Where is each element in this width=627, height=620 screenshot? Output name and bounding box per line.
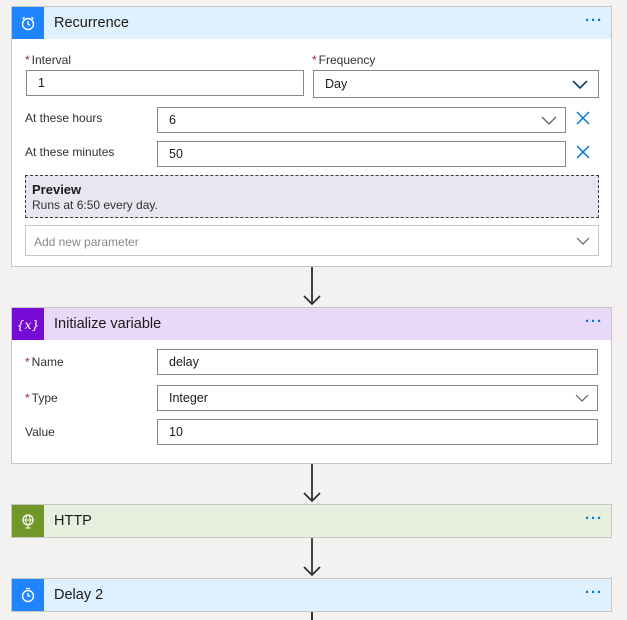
globe-icon [12,505,44,537]
preview-title: Preview [32,182,82,197]
type-dropdown[interactable]: Integer [157,385,598,411]
http-card[interactable]: HTTP ··· [11,504,612,538]
http-title: HTTP [54,513,92,529]
hours-label: At these hours [25,111,103,125]
preview-text: Runs at 6:50 every day. [32,198,158,212]
chevron-down-icon [576,237,590,245]
chevron-down-icon [575,394,589,402]
minutes-input[interactable]: 50 [157,141,566,167]
type-label: *Type [25,391,58,405]
timer-icon [12,579,44,611]
initialize-variable-header[interactable]: {x} Initialize variable ··· [12,308,611,340]
value-label: Value [25,425,55,439]
remove-hours-close-icon[interactable] [575,110,591,126]
variable-icon: {x} [12,308,44,340]
interval-input[interactable]: 1 [26,70,304,96]
initialize-variable-title: Initialize variable [54,316,162,332]
type-value: Integer [169,391,208,405]
recurrence-card: Recurrence ··· *Interval 1 *Frequency Da… [11,6,612,267]
arrow-down-icon [303,267,321,306]
delay-2-card[interactable]: Delay 2 ··· [11,578,612,612]
chevron-down-icon [541,116,557,125]
arrow-down-icon [303,538,321,577]
frequency-dropdown[interactable]: Day [313,70,599,98]
delay-2-more-button[interactable]: ··· [585,584,603,601]
add-parameter-placeholder: Add new parameter [34,235,139,249]
recurrence-more-button[interactable]: ··· [585,12,603,29]
arrow-down-icon [303,464,321,503]
name-input[interactable]: delay [157,349,598,375]
initialize-variable-card: {x} Initialize variable ··· *Name delay … [11,307,612,464]
value-input[interactable]: 10 [157,419,598,445]
alarm-clock-icon [12,7,44,39]
http-more-button[interactable]: ··· [585,510,603,527]
frequency-value: Day [325,77,348,91]
name-label: *Name [25,355,64,369]
recurrence-header[interactable]: Recurrence ··· [12,7,611,39]
delay-2-header[interactable]: Delay 2 ··· [12,579,611,611]
http-header[interactable]: HTTP ··· [12,505,611,537]
delay-2-title: Delay 2 [54,587,104,603]
recurrence-title: Recurrence [54,15,129,31]
preview-box: Preview Runs at 6:50 every day. [25,175,599,218]
frequency-label: *Frequency [312,53,376,67]
connector-line [311,612,313,620]
add-parameter-dropdown[interactable]: Add new parameter [25,225,599,256]
chevron-down-icon [572,80,588,90]
remove-minutes-close-icon[interactable] [575,144,591,160]
initialize-variable-more-button[interactable]: ··· [585,313,603,330]
hours-dropdown[interactable]: 6 [157,107,566,133]
minutes-label: At these minutes [25,145,115,159]
hours-value: 6 [169,113,176,127]
interval-label: *Interval [25,53,72,67]
